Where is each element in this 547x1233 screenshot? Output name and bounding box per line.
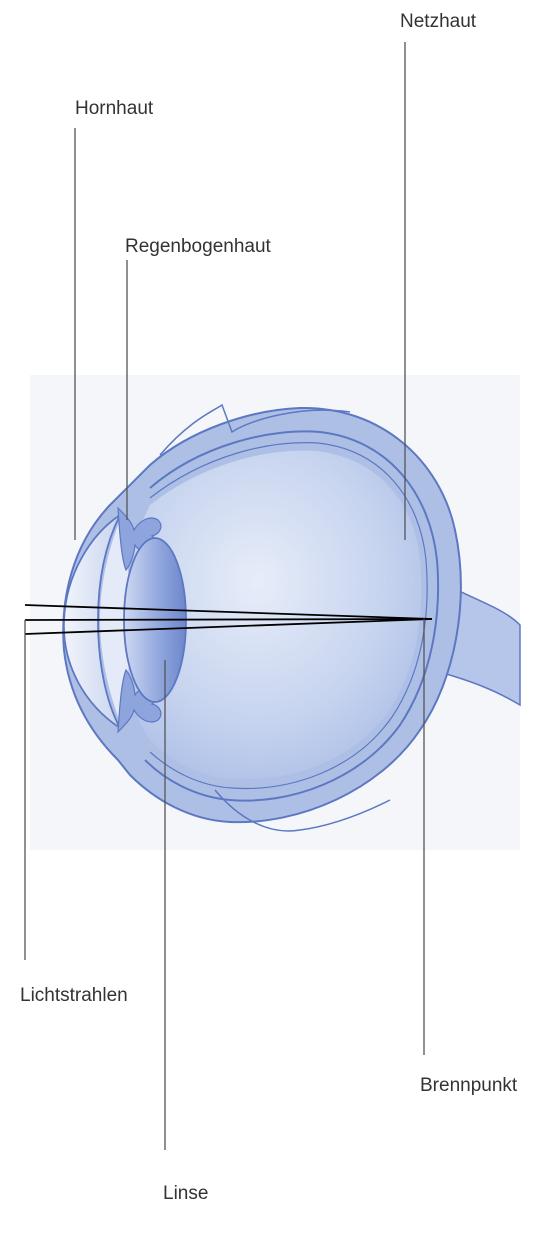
label-brennpunkt: Brennpunkt [420,1075,517,1097]
light-ray-2 [25,619,432,620]
label-regenbogenhaut: Regenbogenhaut [125,236,271,258]
label-linse: Linse [163,1183,208,1205]
label-lichtstrahlen: Lichtstrahlen [20,985,128,1007]
label-netzhaut: Netzhaut [400,11,476,33]
label-hornhaut: Hornhaut [75,98,153,120]
